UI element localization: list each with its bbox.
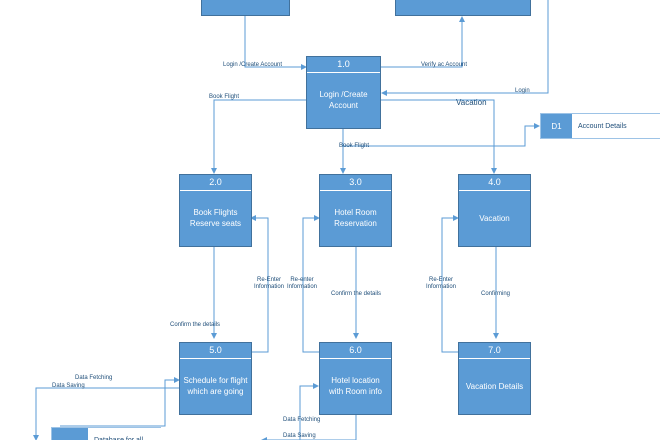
- flow-label-data-saving-6: Data Saving: [283, 433, 316, 439]
- process-id: 5.0: [180, 343, 251, 359]
- process-label: Vacation Details: [465, 381, 524, 391]
- flow-login-create-account: [244, 15, 307, 70]
- process-7: 7.0 Vacation Details: [458, 342, 531, 415]
- flow-fetch-6: [265, 383, 319, 440]
- data-store-database: Database for all: [51, 427, 161, 440]
- flow-label-login-create-account: Login /Create Account: [223, 62, 283, 68]
- flow-login: [381, 0, 549, 96]
- flow-label-book-flight-mid: Book Flight: [339, 143, 370, 149]
- data-store-name: Account Details: [578, 122, 627, 130]
- data-store-id: D1: [541, 114, 572, 138]
- flow-label-confirm-6: Confirm the details: [331, 291, 382, 297]
- process-4: 4.0 Vacation: [458, 174, 531, 247]
- flow-label-reenter-4: Re-Enter Information: [426, 277, 457, 290]
- flow-vacation: [381, 99, 497, 174]
- process-label: Book Flights Reserve seats: [189, 208, 242, 228]
- flow-label-book-flight-left: Book Flight: [209, 94, 240, 100]
- flow-save-6: [261, 414, 357, 440]
- flow-label-data-fetching-5: Data Fetching: [75, 375, 113, 381]
- flow-label-vacation: Vacation: [456, 98, 487, 107]
- process-id: 7.0: [459, 343, 530, 359]
- flow-label-confirming: Confirming: [481, 291, 511, 297]
- process-label: Vacation: [479, 213, 510, 223]
- flow-label-login: Login: [515, 88, 530, 94]
- flow-label-data-fetching-6: Data Fetching: [283, 417, 321, 423]
- process-3: 3.0 Hotel Room Reservation: [319, 174, 392, 247]
- data-store-name: Database for all: [94, 436, 144, 440]
- process-id: 4.0: [459, 175, 530, 191]
- process-id: 2.0: [180, 175, 251, 191]
- process-label: Schedule for flight which are going: [183, 376, 248, 396]
- flow-reenter-4: [441, 215, 459, 353]
- flow-reenter-2: [250, 215, 269, 353]
- flow-fetch-5: [60, 377, 180, 427]
- data-store-account-details: D1 Account Details: [540, 113, 660, 139]
- flow-label-reenter-2: Re-Enter Information: [254, 277, 285, 290]
- flow-verify-account: [381, 16, 465, 68]
- process-id: 3.0: [320, 175, 391, 191]
- process-label: Hotel Room Reservation: [334, 208, 377, 228]
- process-label: Login /Create Account: [319, 90, 368, 110]
- external-entity-right: [395, 0, 531, 16]
- flow-label-verify-account: Verify ac Account: [421, 62, 468, 68]
- flow-save-5: [33, 387, 179, 440]
- external-entity-left: [201, 0, 290, 16]
- process-6: 6.0 Hotel location with Room info: [319, 342, 392, 415]
- flow-reenter-3: [302, 215, 320, 353]
- flow-label-reenter-3: Re-enter Information: [287, 277, 318, 290]
- flow-label-data-saving-5: Data Saving: [52, 383, 85, 389]
- flow-book-flight-mid: [342, 123, 540, 147]
- process-1: 1.0 Login /Create Account: [306, 56, 381, 129]
- process-id: 6.0: [320, 343, 391, 359]
- process-label: Hotel location with Room info: [329, 376, 382, 396]
- process-5: 5.0 Schedule for flight which are going: [179, 342, 252, 415]
- process-id: 1.0: [307, 57, 380, 73]
- flow-book-flight-left: [211, 99, 306, 174]
- process-2: 2.0 Book Flights Reserve seats: [179, 174, 252, 247]
- data-store-id: [52, 428, 88, 440]
- flow-label-confirm-5: Confirm the details: [170, 322, 221, 328]
